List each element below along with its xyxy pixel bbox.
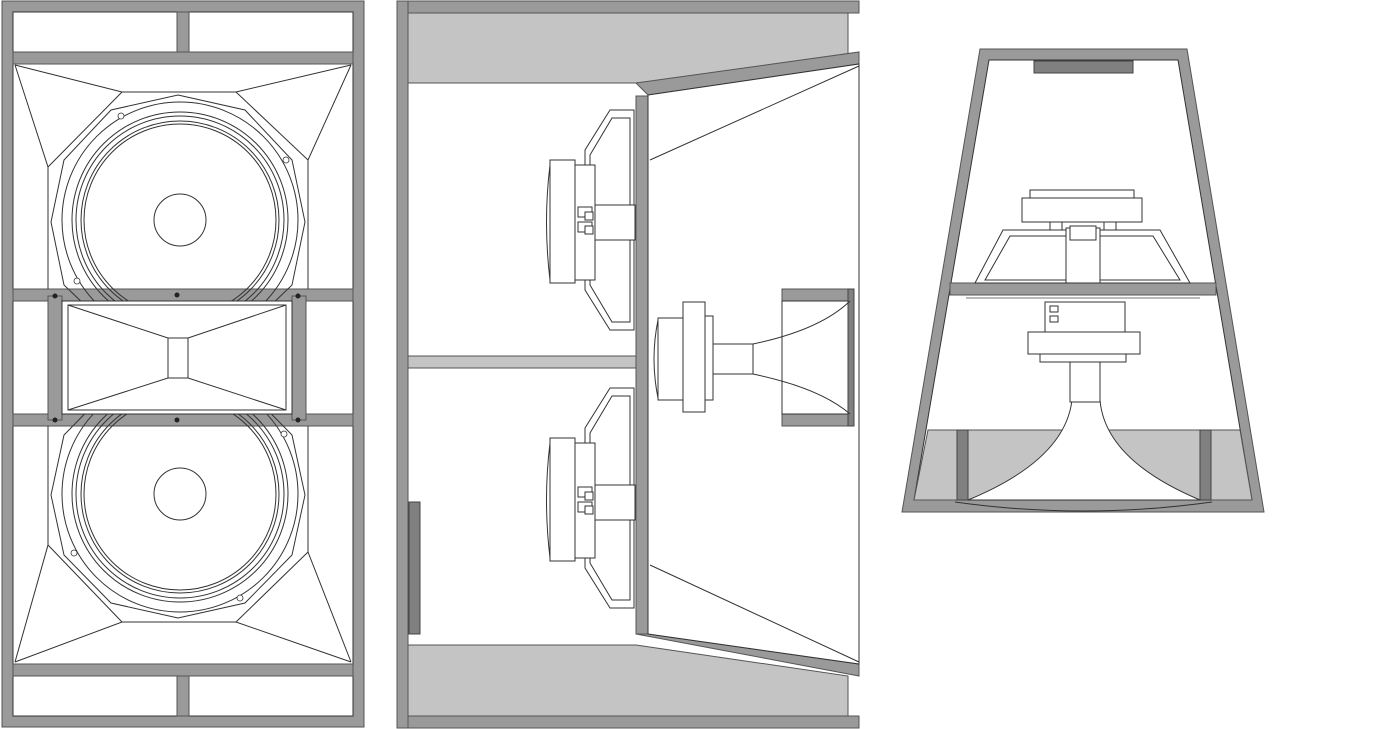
top-handle	[1033, 60, 1134, 74]
side-back-panel	[396, 0, 409, 729]
front-top-bar	[12, 51, 354, 65]
side-woofer-upper	[546, 109, 636, 331]
side-compression-driver	[653, 301, 754, 413]
side-bottom-plate	[396, 715, 860, 729]
top-shelf	[949, 282, 1217, 296]
top-view	[901, 48, 1265, 513]
side-woofer-lower	[546, 387, 636, 609]
front-horn	[47, 292, 307, 423]
front-view	[1, 0, 365, 728]
side-horn	[752, 288, 855, 427]
front-bottom-bar	[12, 663, 354, 677]
side-middle-shelf	[407, 355, 637, 369]
side-bottom-wedge	[407, 644, 849, 717]
front-woofer-lower-dustcap	[153, 467, 207, 521]
side-port	[408, 501, 421, 635]
top-woofer	[974, 189, 1191, 284]
front-top-pillar	[176, 11, 190, 53]
top-compression-driver	[1027, 301, 1141, 403]
side-baffle	[635, 95, 649, 635]
side-top-plate	[396, 0, 860, 14]
front-woofer-upper-dustcap	[153, 193, 207, 247]
side-view	[396, 0, 860, 729]
front-bottom-pillar	[176, 675, 190, 717]
